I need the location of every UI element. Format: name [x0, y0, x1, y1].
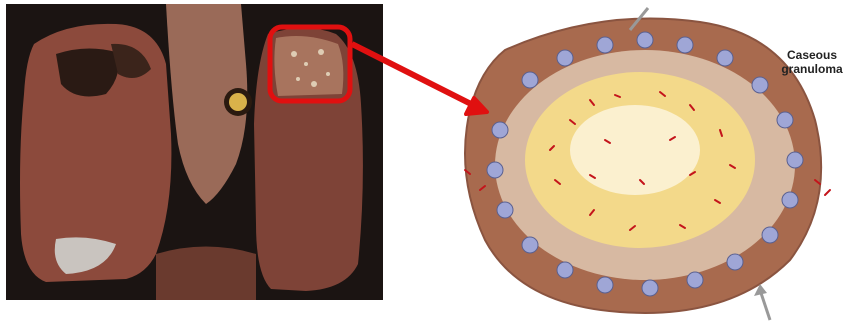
- granuloma-label: Caseous granuloma: [772, 48, 852, 76]
- granuloma-label-line1: Caseous: [772, 48, 852, 62]
- lung-photo-image: [6, 4, 383, 300]
- granuloma-label-line2: granuloma: [772, 62, 852, 76]
